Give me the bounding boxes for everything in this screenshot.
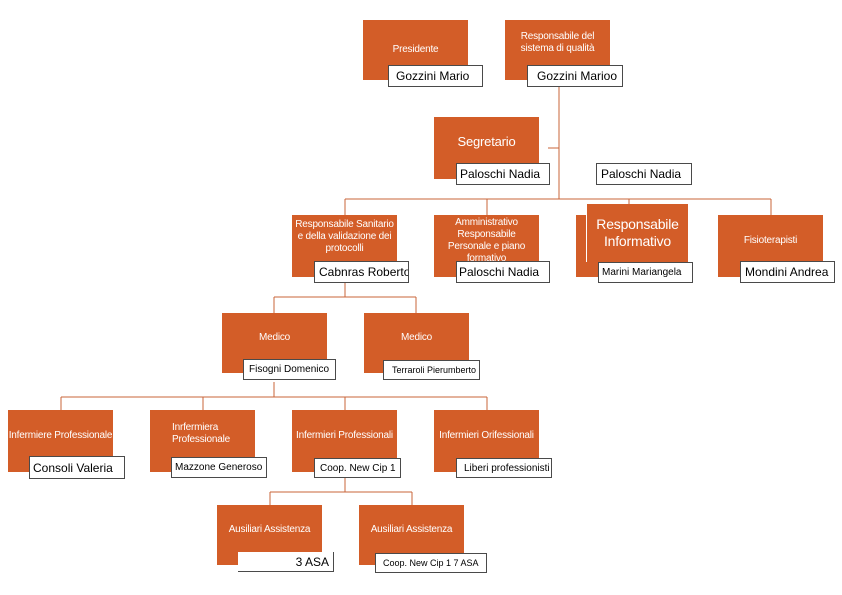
medico-1-label: Medico (258, 332, 291, 343)
resp-informativo-name: Marini Mariangela (598, 262, 693, 283)
ausiliari-1-label: Ausiliari Assistenza (228, 524, 311, 535)
floating-name: Paloschi Nadia (596, 163, 692, 185)
amministrativo-name: Paloschi Nadia (456, 261, 550, 283)
infermiera-prof-label: Inrfermiera Professionale (172, 422, 230, 445)
fisioterapisti-name: Mondini Andrea (740, 261, 835, 283)
infermiere-prof-name: Consoli Valeria (29, 456, 125, 479)
resp-qualita-name: Gozzini Marioo (527, 65, 623, 87)
resp-sanitario-name: Cabnras Roberto (314, 261, 409, 283)
medico-1-name: Fisogni Domenico (243, 359, 336, 380)
ausiliari-2-label: Ausiliari Assistenza (370, 524, 453, 535)
infermiera-prof-name: Mazzone Generoso (171, 457, 267, 478)
segretario-label: Segretario (457, 134, 516, 149)
resp-sanitario-label: Responsabile Sanitario e della validazio… (295, 219, 394, 254)
infermiere-prof-label: Infermiere Professionale (8, 430, 113, 441)
ausiliari-1-name: 3 ASA (238, 552, 334, 572)
ausiliari-2-name: Coop. New Cip 1 7 ASA (375, 553, 487, 573)
infermieri-orifess-name: Liberi professionisti (456, 458, 552, 478)
resp-informativo-box: Responsabile Informativo (586, 204, 688, 262)
infermieri-orifess-label: Infermieri Orifessionali (439, 430, 534, 441)
presidente-label: Presidente (392, 44, 439, 55)
medico-2-label: Medico (400, 332, 433, 343)
infermieri-prof-label: Infermieri Professionali (296, 430, 393, 441)
resp-qualita-label: Responsabile del sistema di qualità (520, 31, 595, 54)
presidente-name: Gozzini Mario (388, 65, 483, 87)
infermieri-prof-name: Coop. New Cip 1 (314, 458, 401, 478)
amministrativo-label: Amministrativo Responsabile Personale e … (447, 217, 526, 264)
medico-2-name: Terraroli Pierumberto (383, 360, 480, 380)
fisioterapisti-label: Fisioterapisti (743, 235, 798, 246)
resp-informativo-label: Responsabile Informativo (596, 216, 679, 249)
segretario-name: Paloschi Nadia (456, 163, 550, 185)
